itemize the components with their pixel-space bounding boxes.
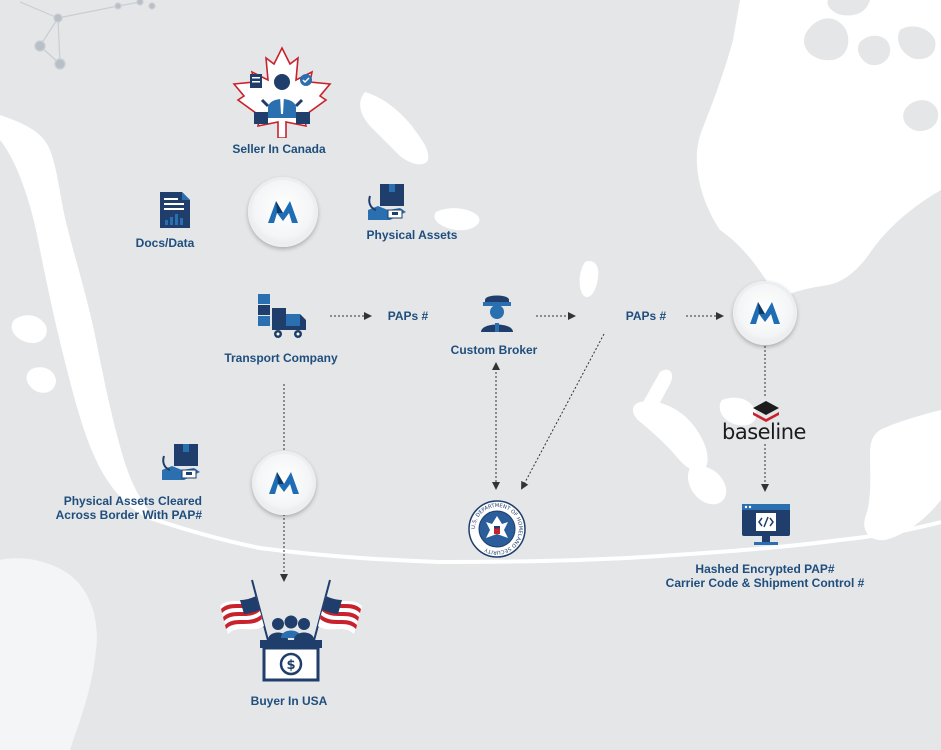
baseline-logo-icon — [751, 399, 781, 425]
physical-assets-label: Physical Assets — [366, 228, 458, 242]
code-monitor-icon — [740, 500, 792, 548]
seller-label: Seller In Canada — [232, 142, 326, 156]
truck-icon — [256, 292, 310, 340]
package-hand-icon — [366, 182, 408, 222]
docs-data-label: Docs/Data — [135, 236, 195, 250]
custom-broker-label: Custom Broker — [450, 343, 538, 357]
buyer-us-flags-icon: $ — [218, 578, 364, 682]
transport-company-label: Transport Company — [224, 351, 338, 365]
svg-text:$: $ — [286, 658, 295, 673]
m-logo-icon — [269, 472, 299, 494]
dhs-seal-icon: U.S. DEPARTMENT OF HOMELAND SECURITY — [468, 500, 526, 558]
baseline-wordmark: baseline — [722, 420, 806, 444]
arrow-paps-to-dhs — [521, 333, 605, 490]
paps-label-2: PAPs # — [625, 309, 667, 323]
hub-top — [248, 177, 318, 247]
package-hand-icon — [160, 442, 202, 482]
buyer-label: Buyer In USA — [250, 694, 328, 708]
assets-cleared-line1: Physical Assets Cleared — [63, 494, 202, 508]
seller-maple-leaf-icon — [232, 46, 332, 139]
customs-officer-icon — [479, 290, 515, 334]
m-logo-icon — [268, 201, 298, 223]
paps-label-1: PAPs # — [387, 309, 429, 323]
hashed-label-line1: Hashed Encrypted PAP# — [695, 562, 835, 576]
assets-cleared-line2: Across Border With PAP# — [55, 508, 202, 522]
hashed-label-line2: Carrier Code & Shipment Control # — [665, 576, 865, 590]
hub-right — [733, 281, 797, 345]
m-logo-icon — [750, 302, 780, 324]
document-chart-icon — [158, 190, 192, 230]
hub-bottom — [252, 451, 316, 515]
